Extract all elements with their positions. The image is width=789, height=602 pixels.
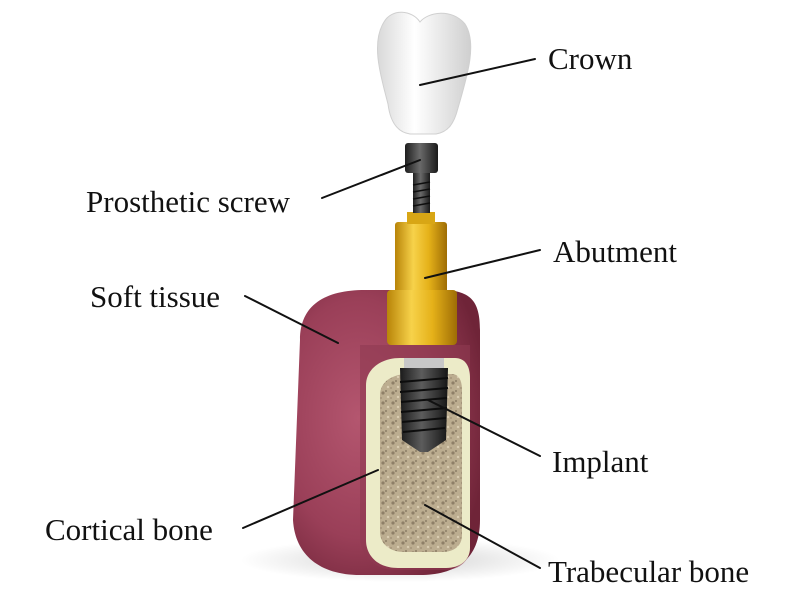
crown-label: Crown (548, 43, 632, 74)
trabecular-bone-label: Trabecular bone (548, 556, 749, 587)
crown-part (377, 12, 470, 134)
cortical-bone-label: Cortical bone (45, 514, 213, 545)
prosthetic-screw-leader-line (322, 160, 420, 198)
implant-fixture (400, 358, 448, 452)
abutment-label: Abutment (553, 236, 677, 267)
abutment-part (387, 212, 457, 345)
implant-label: Implant (552, 446, 648, 477)
soft-tissue-label: Soft tissue (90, 281, 220, 312)
prosthetic-screw-label: Prosthetic screw (86, 186, 290, 217)
prosthetic-screw-part (405, 143, 438, 213)
